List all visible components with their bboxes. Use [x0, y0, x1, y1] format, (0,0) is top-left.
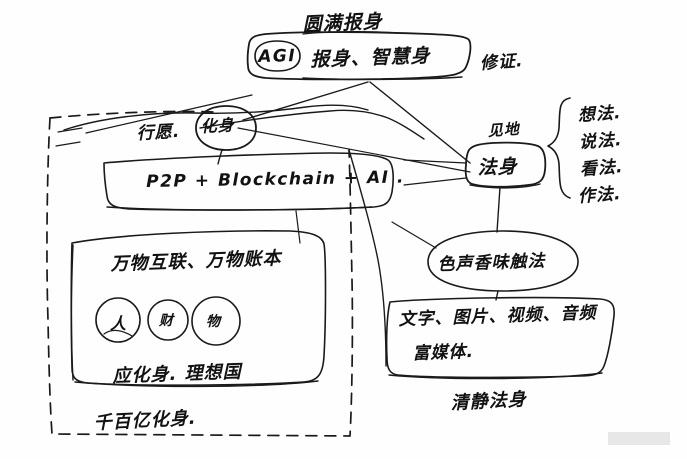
liufa-node-label: 色声香味触法	[437, 251, 546, 275]
diagram-title: 圆满报身	[302, 10, 384, 36]
title-underline	[302, 31, 399, 35]
xingyuan-annotation: 行愿.	[136, 121, 181, 144]
rich-media-line: 富媒体.	[412, 341, 475, 364]
xingyuan-band-outline-wobble	[199, 109, 425, 140]
tech-stack-box	[103, 152, 394, 211]
qingjing-fashen-caption: 清静法身	[450, 389, 528, 414]
fashen-brace-item-3: 看法.	[579, 156, 625, 180]
qianbaiyi-caption: 千百亿化身.	[93, 407, 198, 434]
baoshen-label: 报身、智慧身	[310, 44, 431, 71]
connector-liufa-to-media	[495, 290, 499, 301]
fashen-brace-item-4: 作法.	[577, 183, 623, 207]
circle-thing	[191, 296, 241, 346]
fashen-brace	[547, 97, 571, 199]
huashen-realm-dashed-border	[46, 117, 354, 437]
huashen-realm-dashed-top	[49, 110, 216, 119]
circle-label-wealth: 财	[159, 313, 174, 329]
connector-agi-to-huashen	[242, 81, 369, 121]
connector-fashen-to-liufa	[496, 186, 501, 233]
panel-left-wall	[70, 244, 74, 381]
jiandi-annotation: 见地	[487, 119, 521, 140]
connector-crossfeed	[85, 94, 253, 134]
xiuzheng-annotation: 修证.	[479, 50, 525, 74]
right-boundary-stroke	[348, 149, 387, 367]
connector-crossfeed-2	[237, 127, 471, 173]
circle-label-thing: 物	[206, 314, 221, 330]
yinghuashen-subline: 应化身. 理想国	[112, 361, 242, 387]
agi-tag: AGI	[258, 46, 297, 67]
media-box	[385, 296, 615, 380]
huashen-node-label: 化身	[200, 115, 236, 136]
fashen-node-label: 法身	[477, 155, 518, 179]
stray-mark-1	[57, 127, 83, 133]
circle-wealth	[147, 299, 189, 341]
fashen-brace-item-1: 想法.	[577, 102, 623, 126]
entity-circles	[95, 296, 241, 346]
fashen-brace-item-2: 说法.	[578, 129, 624, 153]
stray-mark-2	[55, 141, 81, 147]
fashen-box	[403, 141, 547, 233]
xingyuan-band-outline	[63, 104, 369, 131]
huashen-ellipse	[195, 105, 257, 165]
watermark-bar	[608, 432, 670, 445]
circle-label-person: 人	[110, 314, 128, 333]
connector-techbox-down	[295, 210, 301, 244]
connector-agi-to-fashen	[369, 81, 471, 164]
baoshen-box	[246, 31, 472, 81]
circle-person	[95, 297, 141, 343]
